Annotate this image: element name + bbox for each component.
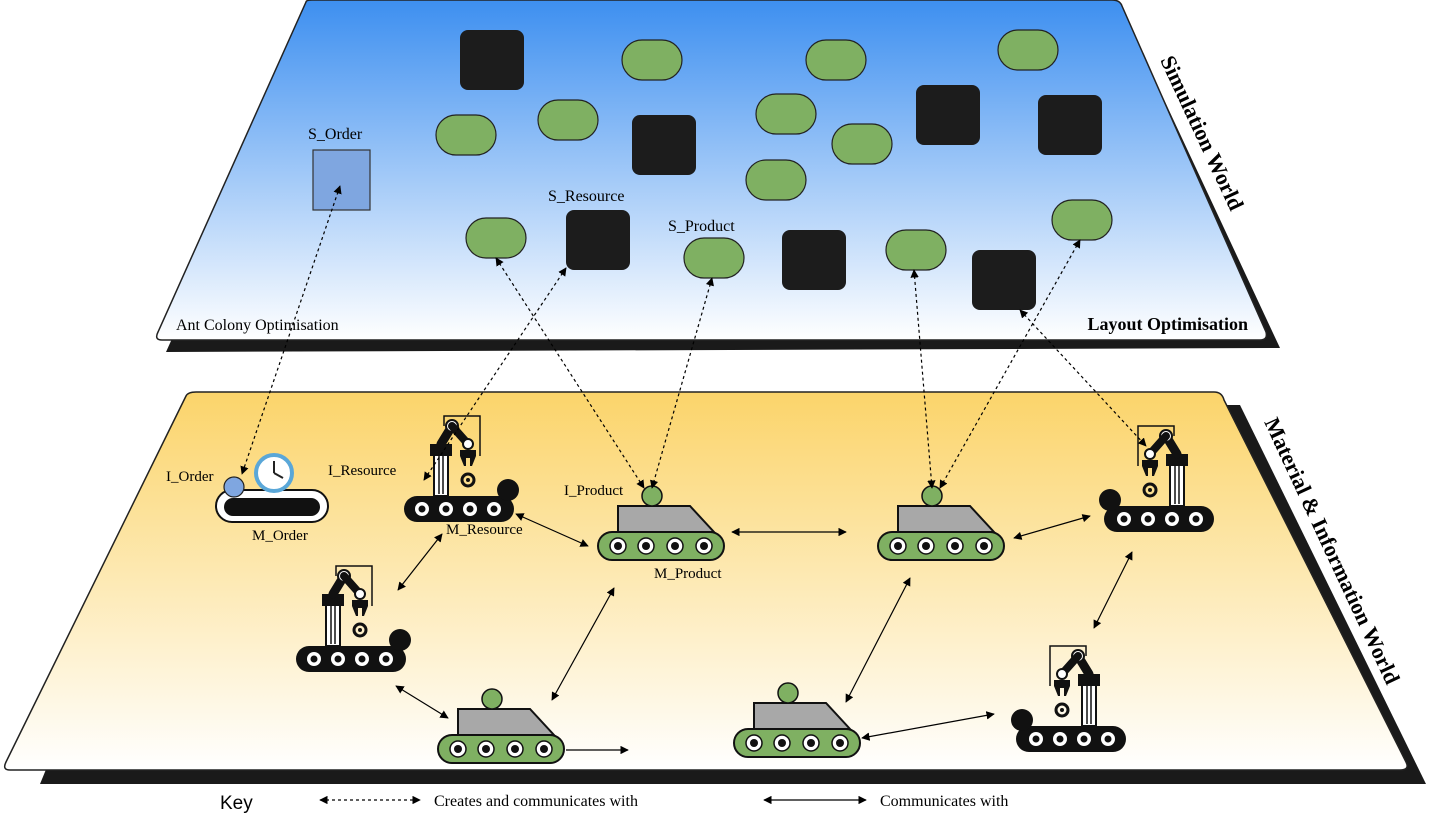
sim-resource-square [782, 230, 846, 290]
sim-product-pill [683, 237, 745, 279]
ant-colony-caption: Ant Colony Optimisation [176, 317, 339, 334]
i-order-label: I_Order [166, 469, 213, 485]
order-item-dot [223, 476, 245, 498]
dashed-links [240, 185, 1147, 489]
sim-product-pill [805, 39, 867, 81]
sim-product-pill [435, 114, 497, 156]
sim-product-pill [755, 93, 817, 135]
clock-icon [254, 453, 294, 493]
material-order-station [215, 453, 329, 523]
solid-link [395, 685, 449, 719]
sim-product-pill [465, 217, 527, 259]
material-world-plane [3, 391, 1426, 784]
solid-link [861, 711, 995, 741]
sim-resource-squares [460, 30, 1102, 310]
solid-link [845, 577, 911, 703]
solid-links [395, 513, 1133, 755]
dashed-link [1019, 309, 1147, 447]
solid-link [397, 533, 443, 591]
sim-product-pill [1051, 199, 1113, 241]
sim-resource-square [1038, 95, 1102, 155]
sim-resource-square [916, 85, 980, 145]
sim-resource-square [460, 30, 524, 90]
solid-link [1013, 514, 1091, 540]
sim-product-pill [621, 39, 683, 81]
m-resource-label: M_Resource [446, 522, 523, 538]
sim-product-pill [997, 29, 1059, 71]
m-product-label: M_Product [654, 566, 722, 582]
sim-resource-square [972, 250, 1036, 310]
legend: Key Creates and communicates with Commun… [220, 793, 1008, 814]
i-resource-label: I_Resource [328, 463, 397, 479]
sim-resource-label: S_Resource [548, 188, 624, 205]
solid-link [515, 513, 589, 547]
legend-title: Key [220, 793, 253, 814]
solid-link [551, 587, 615, 701]
i-product-label: I_Product [564, 483, 624, 499]
sim-product-label: S_Product [668, 218, 735, 235]
dashed-link [240, 185, 342, 475]
m-order-label: M_Order [252, 528, 308, 544]
solid-link [1093, 551, 1133, 629]
sim-order-label: S_Order [308, 126, 363, 143]
legend-dashed-label: Creates and communicates with [434, 793, 638, 810]
sim-order-box [312, 149, 371, 211]
layout-optimisation-caption: Layout Optimisation [1087, 314, 1248, 334]
legend-solid-label: Communicates with [880, 793, 1008, 810]
sim-product-pill [745, 159, 807, 201]
order-conveyor-belt [224, 498, 320, 516]
dashed-link [650, 277, 714, 489]
sim-product-pills [435, 29, 1113, 279]
sim-resource-square [632, 115, 696, 175]
sim-product-pill [885, 229, 947, 271]
sim-product-pill [831, 123, 893, 165]
sim-resource-square [566, 210, 630, 270]
dashed-link [910, 269, 936, 489]
sim-product-pill [537, 99, 599, 141]
